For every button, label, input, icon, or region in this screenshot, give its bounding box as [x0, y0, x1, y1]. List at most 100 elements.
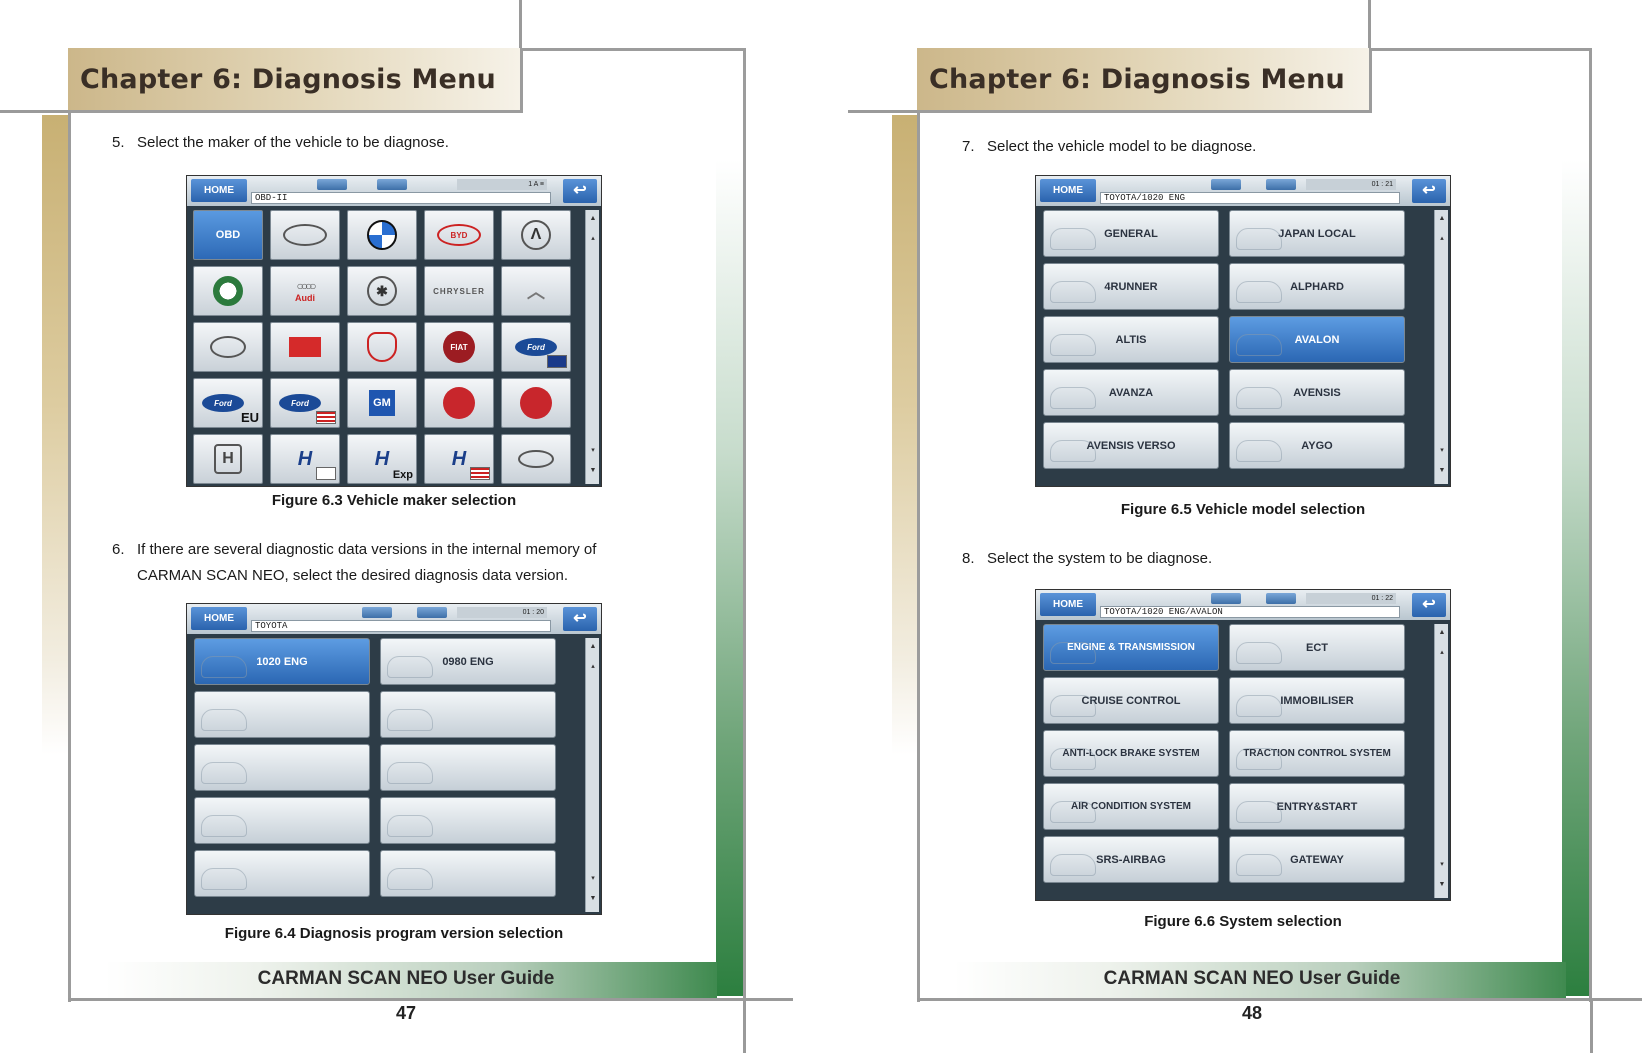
toolbar-button[interactable]	[1266, 179, 1296, 190]
model-button-selected[interactable]: AVALON	[1229, 316, 1405, 363]
scroll-top-icon[interactable]: ▲	[1438, 215, 1446, 222]
version-button-empty[interactable]	[194, 744, 370, 791]
scroll-down-icon[interactable]: ▾	[1440, 861, 1444, 868]
vehicle-maker-screen: HOME 1 A ≡ OBD-II ↩ OBD BYD Λ ○○○○Audi ✱	[186, 175, 602, 487]
home-button[interactable]: HOME	[1040, 179, 1096, 202]
maker-citroen[interactable]: ︿	[501, 266, 571, 316]
back-button[interactable]: ↩	[1412, 593, 1446, 617]
maker-obd[interactable]: OBD	[193, 210, 263, 260]
scroll-up-icon[interactable]: ▴	[1440, 649, 1444, 656]
maker-byd[interactable]: BYD	[424, 210, 494, 260]
toolbar-button[interactable]	[1211, 179, 1241, 190]
scroll-up-icon[interactable]: ▴	[591, 235, 595, 242]
maker-dodge[interactable]	[347, 322, 417, 372]
car-silhouette-icon	[1236, 801, 1282, 823]
maker-acura[interactable]: Λ	[501, 210, 571, 260]
footer-band	[105, 962, 717, 998]
model-button[interactable]: GENERAL	[1043, 210, 1219, 257]
version-button[interactable]: 0980 ENG	[380, 638, 556, 685]
scroll-up-icon[interactable]: ▴	[591, 663, 595, 670]
maker-ford-au[interactable]: Ford	[501, 322, 571, 372]
system-button[interactable]: SRS-AIRBAG	[1043, 836, 1219, 883]
version-button-empty[interactable]	[380, 744, 556, 791]
system-button[interactable]: ECT	[1229, 624, 1405, 671]
page-number: 47	[395, 1003, 417, 1023]
maker-gm[interactable]: GM	[347, 378, 417, 428]
scroll-top-icon[interactable]: ▲	[589, 643, 597, 650]
maker-honda[interactable]: H	[193, 434, 263, 484]
system-button-selected[interactable]: ENGINE & TRANSMISSION	[1043, 624, 1219, 671]
maker-daewoo[interactable]	[193, 322, 263, 372]
back-button[interactable]: ↩	[563, 179, 597, 203]
back-button[interactable]: ↩	[1412, 179, 1446, 203]
status-indicator: 01 : 20	[457, 607, 547, 618]
maker-hyundai-us[interactable]: H	[424, 434, 494, 484]
scroll-top-icon[interactable]: ▲	[1438, 629, 1446, 636]
toolbar-button[interactable]	[417, 607, 447, 618]
model-button[interactable]: AVENSIS VERSO	[1043, 422, 1219, 469]
model-button[interactable]: AYGO	[1229, 422, 1405, 469]
scroll-down-icon[interactable]: ▾	[1440, 447, 1444, 454]
model-button[interactable]: AVENSIS	[1229, 369, 1405, 416]
toolbar-button[interactable]	[1211, 593, 1241, 604]
scroll-bottom-icon[interactable]: ▼	[589, 895, 597, 902]
scroll-top-icon[interactable]: ▲	[589, 215, 597, 222]
version-button-empty[interactable]	[380, 691, 556, 738]
maker-hyundai-kr[interactable]: H	[270, 434, 340, 484]
maker-ford-us[interactable]: Ford	[270, 378, 340, 428]
home-button[interactable]: HOME	[1040, 593, 1096, 616]
maker-toyota[interactable]	[270, 210, 340, 260]
version-button-empty[interactable]	[194, 850, 370, 897]
scroll-up-icon[interactable]: ▴	[1440, 235, 1444, 242]
maker-fiat[interactable]: FIAT	[424, 322, 494, 372]
scrollbar[interactable]: ▲ ▴ ▾ ▼	[1434, 210, 1448, 484]
system-button[interactable]: ANTI-LOCK BRAKE SYSTEM	[1043, 730, 1219, 777]
toolbar-button[interactable]	[317, 179, 347, 190]
version-button-empty[interactable]	[194, 691, 370, 738]
maker-alfa-romeo[interactable]	[193, 266, 263, 316]
maker-chrysler[interactable]: CHRYSLER	[424, 266, 494, 316]
back-button[interactable]: ↩	[563, 607, 597, 631]
system-button[interactable]: ENTRY&START	[1229, 783, 1405, 830]
system-button[interactable]: GATEWAY	[1229, 836, 1405, 883]
maker-audi[interactable]: ○○○○Audi	[270, 266, 340, 316]
scrollbar[interactable]: ▲ ▴ ▾ ▼	[585, 638, 599, 912]
scroll-bottom-icon[interactable]: ▼	[1438, 467, 1446, 474]
toolbar-button[interactable]	[362, 607, 392, 618]
maker-mercedes[interactable]: ✱	[347, 266, 417, 316]
system-button[interactable]: AIR CONDITION SYSTEM	[1043, 783, 1219, 830]
system-button[interactable]: CRUISE CONTROL	[1043, 677, 1219, 724]
version-button-empty[interactable]	[380, 797, 556, 844]
model-button[interactable]: ALPHARD	[1229, 263, 1405, 310]
car-silhouette-icon	[201, 656, 247, 678]
home-button[interactable]: HOME	[191, 179, 247, 202]
scroll-bottom-icon[interactable]: ▼	[589, 467, 597, 474]
maker-daihatsu[interactable]	[270, 322, 340, 372]
system-button[interactable]: TRACTION CONTROL SYSTEM	[1229, 730, 1405, 777]
crop-line	[917, 998, 1642, 1001]
version-button-empty[interactable]	[380, 850, 556, 897]
scroll-down-icon[interactable]: ▾	[591, 875, 595, 882]
home-button[interactable]: HOME	[191, 607, 247, 630]
chapter-title: Chapter 6: Diagnosis Menu	[80, 64, 496, 95]
version-button[interactable]: 1020 ENG	[194, 638, 370, 685]
model-button[interactable]: JAPAN LOCAL	[1229, 210, 1405, 257]
model-button[interactable]: 4RUNNER	[1043, 263, 1219, 310]
maker-holden-2[interactable]	[501, 378, 571, 428]
version-button-empty[interactable]	[194, 797, 370, 844]
toolbar-button[interactable]	[1266, 593, 1296, 604]
maker-holden[interactable]	[424, 378, 494, 428]
scroll-down-icon[interactable]: ▾	[591, 447, 595, 454]
scrollbar[interactable]: ▲ ▴ ▾ ▼	[1434, 624, 1448, 898]
scrollbar[interactable]: ▲ ▴ ▾ ▼	[585, 210, 599, 484]
toolbar-button[interactable]	[377, 179, 407, 190]
model-button[interactable]: AVANZA	[1043, 369, 1219, 416]
maker-infiniti[interactable]	[501, 434, 571, 484]
system-button[interactable]: IMMOBILISER	[1229, 677, 1405, 724]
scroll-bottom-icon[interactable]: ▼	[1438, 881, 1446, 888]
model-button[interactable]: ALTIS	[1043, 316, 1219, 363]
maker-bmw[interactable]	[347, 210, 417, 260]
maker-label: OBD	[215, 229, 241, 241]
